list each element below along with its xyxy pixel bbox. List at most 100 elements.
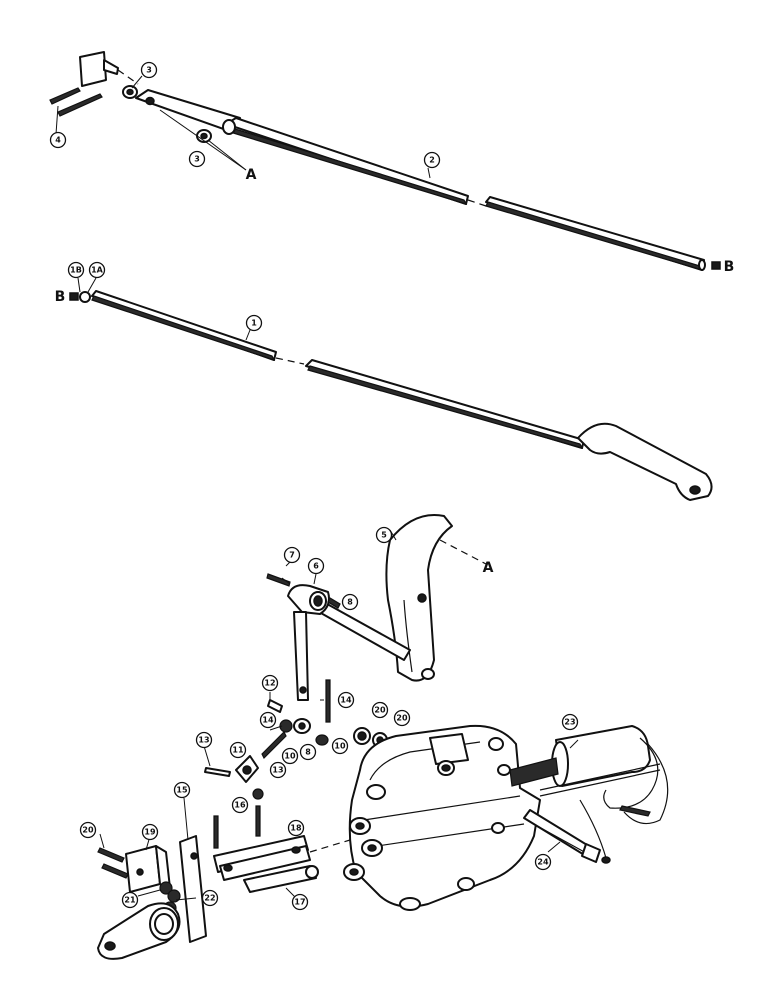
ref-letter-a-upper: A	[246, 167, 257, 183]
block-19	[125, 845, 161, 893]
cylinder-rod	[509, 757, 559, 787]
callout-2: 2	[423, 151, 441, 169]
callout-16: 16	[231, 796, 249, 814]
nut-10-a	[279, 719, 293, 733]
bolt-20-a	[97, 847, 125, 863]
pin-14-angled	[261, 730, 287, 760]
callout-3-lower: 3	[188, 150, 206, 168]
washer-1a	[79, 291, 91, 303]
pin-16-b	[255, 805, 261, 837]
svg-text:13: 13	[272, 766, 283, 775]
bracket-15	[179, 835, 207, 943]
svg-text:23: 23	[564, 718, 575, 727]
control-handle	[577, 422, 713, 501]
hose-fitting	[619, 805, 651, 817]
svg-text:16: 16	[234, 801, 246, 810]
svg-text:17: 17	[294, 898, 305, 907]
nut-22-a	[167, 889, 181, 903]
svg-text:2: 2	[429, 156, 435, 165]
callout-8-upper: 8	[341, 593, 359, 611]
callout-19: 19	[141, 823, 159, 841]
callout-20-a: 20	[371, 701, 389, 719]
svg-text:20: 20	[82, 826, 94, 835]
pin-7	[266, 573, 291, 587]
svg-text:14: 14	[340, 696, 352, 705]
callout-10-b: 10	[331, 737, 349, 755]
cylinder-23	[555, 725, 651, 787]
callout-18: 18	[287, 819, 305, 837]
svg-text:12: 12	[264, 679, 275, 688]
svg-text:21: 21	[124, 896, 136, 905]
svg-text:11: 11	[232, 746, 244, 755]
upper-rod-assembly	[49, 51, 721, 271]
svg-text:10: 10	[284, 752, 296, 761]
linkage-assembly	[97, 514, 669, 960]
upper-lever-arm	[135, 89, 241, 133]
callout-17: 17	[291, 893, 309, 911]
callout-labels: 3 3 4 2 1B 1A 1 5 7 6 8 12 14 14 20 20 8…	[49, 61, 579, 911]
handle-rod-assembly	[69, 277, 713, 501]
callout-8-lower: 8	[299, 743, 317, 761]
callout-10-a: 10	[281, 747, 299, 765]
svg-text:1A: 1A	[91, 266, 104, 275]
nut-21	[159, 881, 173, 895]
callout-15: 15	[173, 781, 191, 799]
callout-12: 12	[261, 674, 279, 692]
callout-4: 4	[49, 131, 67, 149]
callout-13-left: 13	[195, 731, 213, 749]
hydraulic-hose	[603, 737, 659, 809]
callout-11: 11	[229, 741, 247, 759]
svg-text:7: 7	[289, 551, 295, 560]
bolt-20-b	[101, 863, 129, 879]
ref-letter-b-middle: B	[55, 289, 66, 305]
bolt-17	[243, 865, 317, 893]
callout-20-c: 20	[79, 821, 97, 839]
svg-text:5: 5	[381, 531, 387, 540]
ref-letter-b-upper: B	[724, 259, 735, 275]
ref-letter-a-lower: A	[483, 560, 494, 576]
callout-13-right: 13	[269, 761, 287, 779]
callout-22: 22	[201, 889, 219, 907]
spool-end-d	[366, 784, 386, 800]
svg-text:3: 3	[146, 66, 152, 75]
svg-text:6: 6	[313, 562, 319, 571]
pin-8-upper	[327, 597, 341, 609]
mounting-bracket	[79, 51, 107, 87]
callout-1: 1	[245, 314, 263, 332]
svg-text:1: 1	[251, 319, 257, 328]
svg-text:22: 22	[204, 894, 215, 903]
svg-text:8: 8	[305, 748, 311, 757]
callout-24: 24	[534, 853, 552, 871]
bolt-12	[267, 699, 283, 713]
svg-text:18: 18	[290, 824, 302, 833]
callout-20-b: 20	[393, 709, 411, 727]
callout-5: 5	[375, 526, 393, 544]
svg-text:3: 3	[194, 155, 200, 164]
callout-6: 6	[307, 557, 325, 575]
svg-text:20: 20	[374, 706, 386, 715]
pin-4-b	[57, 93, 103, 117]
callout-14-right: 14	[337, 691, 355, 709]
pin-14-vertical	[325, 679, 331, 723]
pin-4-a	[49, 87, 81, 105]
callout-1b: 1B	[67, 261, 85, 279]
svg-text:15: 15	[176, 786, 188, 795]
svg-text:8: 8	[347, 598, 353, 607]
callout-23: 23	[561, 713, 579, 731]
svg-text:10: 10	[334, 742, 346, 751]
svg-text:4: 4	[55, 136, 61, 145]
svg-text:14: 14	[262, 716, 274, 725]
callout-7: 7	[283, 546, 301, 564]
reference-letters: A B B A	[55, 167, 735, 576]
svg-text:20: 20	[396, 714, 408, 723]
nut-10-b	[315, 734, 329, 746]
callout-21: 21	[121, 891, 139, 909]
callout-1a: 1A	[88, 261, 106, 279]
callout-14-left: 14	[259, 711, 277, 729]
bolt-13	[204, 767, 231, 777]
svg-text:13: 13	[198, 736, 209, 745]
svg-text:24: 24	[537, 858, 549, 867]
svg-text:1B: 1B	[70, 266, 82, 275]
callout-3-upper: 3	[140, 61, 158, 79]
